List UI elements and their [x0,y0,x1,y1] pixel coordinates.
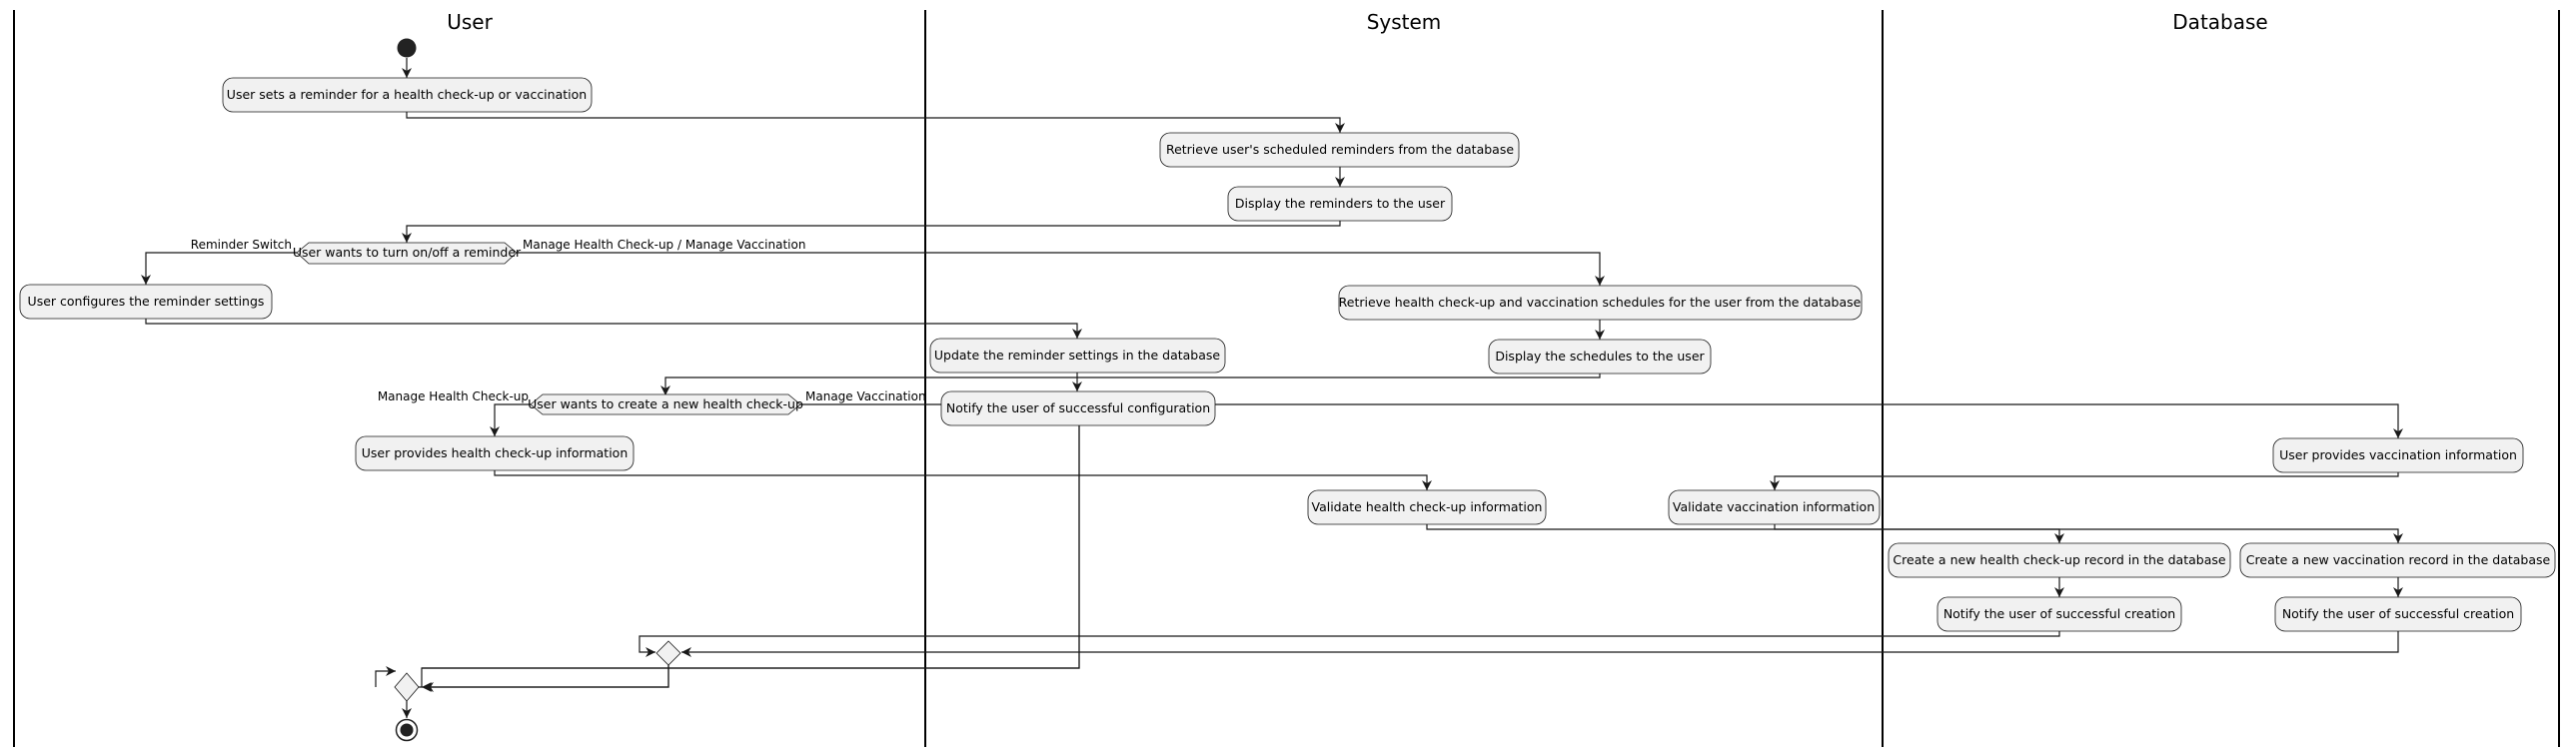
action-display-schedules: Display the schedules to the user [1488,339,1712,375]
action-retrieve-schedules: Retrieve health check-up and vaccination… [1338,285,1863,321]
decision-label: User wants to turn on/off a reminder [293,245,522,260]
start-node [397,38,417,58]
decision-label: User wants to create a new health check-… [528,396,803,411]
action-configure-reminder: User configures the reminder settings [19,284,273,320]
action-label: Display the schedules to the user [1495,349,1705,364]
action-label: Notify the user of successful creation [1943,606,2175,621]
decision-create-checkup: User wants to create a new health check-… [528,393,803,415]
action-label: User provides vaccination information [2279,447,2517,462]
action-provide-vaccination-info: User provides vaccination information [2272,437,2524,473]
action-label: User provides health check-up informatio… [362,445,629,460]
action-label: Create a new health check-up record in t… [1893,552,2225,567]
lane-title-system: System [1367,10,1442,34]
action-validate-checkup: Validate health check-up information [1307,489,1547,525]
action-label: Create a new vaccination record in the d… [2246,552,2551,567]
action-notify-configuration: Notify the user of successful configurat… [940,390,1216,426]
action-notify-creation-vaccination: Notify the user of successful creation [2274,596,2522,632]
action-label: Display the reminders to the user [1235,196,1446,211]
action-label: Retrieve user's scheduled reminders from… [1166,142,1514,157]
action-set-reminder: User sets a reminder for a health check-… [222,77,593,113]
branch-label-reminder-switch: Reminder Switch [191,238,292,252]
action-create-vaccination-record: Create a new vaccination record in the d… [2239,542,2556,578]
branch-label-manage-vaccination: Manage Vaccination [805,389,926,403]
merge-diamond-final [394,672,420,702]
action-label: User configures the reminder settings [28,294,265,309]
action-label: Notify the user of successful configurat… [946,400,1210,415]
action-display-reminders: Display the reminders to the user [1227,186,1453,222]
action-label: Validate vaccination information [1673,499,1875,514]
action-provide-checkup-info: User provides health check-up informatio… [355,435,635,471]
action-label: User sets a reminder for a health check-… [227,87,587,102]
action-create-checkup-record: Create a new health check-up record in t… [1888,542,2231,578]
action-label: Validate health check-up information [1312,499,1543,514]
action-validate-vaccination: Validate vaccination information [1668,489,1881,525]
lane-title-user: User [447,10,493,34]
branch-label-manage-both: Manage Health Check-up / Manage Vaccinat… [523,238,805,252]
action-label: Retrieve health check-up and vaccination… [1339,295,1862,310]
action-retrieve-reminders: Retrieve user's scheduled reminders from… [1159,132,1520,168]
merge-diamond-creation [655,640,681,666]
branch-label-manage-checkup: Manage Health Check-up [378,389,529,403]
action-update-settings: Update the reminder settings in the data… [929,338,1226,374]
action-label: Notify the user of successful creation [2282,606,2514,621]
decision-toggle-reminder: User wants to turn on/off a reminder [293,242,522,265]
action-label: Update the reminder settings in the data… [934,348,1221,363]
lane-title-database: Database [2172,10,2267,34]
end-node [395,718,419,742]
action-notify-creation-checkup: Notify the user of successful creation [1936,596,2182,632]
edges [141,58,2403,718]
